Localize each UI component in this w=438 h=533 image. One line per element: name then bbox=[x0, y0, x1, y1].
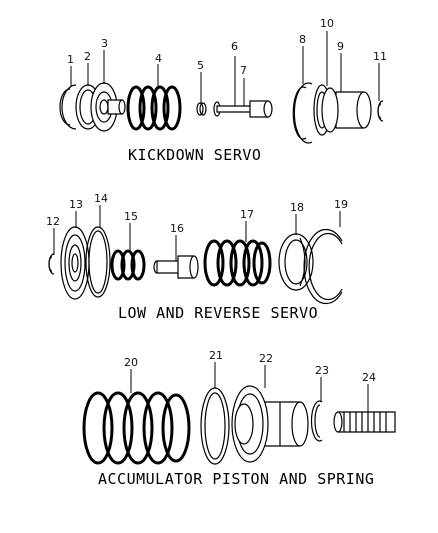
callout-21: 21 bbox=[209, 349, 223, 362]
callout-13: 13 bbox=[69, 198, 83, 211]
spring-17 bbox=[203, 239, 272, 287]
callout-14: 14 bbox=[94, 192, 108, 205]
spring-4 bbox=[126, 85, 182, 131]
callout-3: 3 bbox=[101, 37, 108, 50]
callout-9: 9 bbox=[337, 40, 344, 53]
spring-retainer-18 bbox=[278, 233, 314, 291]
small-ring-5 bbox=[196, 102, 207, 116]
callout-15: 15 bbox=[124, 210, 138, 223]
snap-ring-11 bbox=[377, 100, 384, 122]
callout-4: 4 bbox=[155, 52, 162, 65]
callout-2: 2 bbox=[84, 50, 91, 63]
callout-18: 18 bbox=[290, 201, 304, 214]
servo-rod-6 bbox=[213, 100, 273, 118]
callout-20: 20 bbox=[124, 356, 138, 369]
snap-ring-19 bbox=[303, 228, 343, 305]
kickdown-piston-3 bbox=[90, 82, 126, 132]
kickdown-servo-group: 1 2 3 4 5 6 7 8 9 10 11 KICKDOWN SERVO bbox=[59, 17, 387, 164]
callout-16: 16 bbox=[170, 222, 184, 235]
callout-7: 7 bbox=[240, 64, 247, 77]
callout-11: 11 bbox=[373, 50, 387, 63]
kickdown-servo-caption: KICKDOWN SERVO bbox=[128, 146, 261, 164]
snap-ring-12 bbox=[48, 253, 55, 275]
accumulator-piston-22 bbox=[231, 385, 309, 463]
low-reverse-piston-13 bbox=[60, 226, 90, 300]
callout-23: 23 bbox=[315, 364, 329, 377]
callout-6: 6 bbox=[231, 40, 238, 53]
threaded-plug-24 bbox=[333, 411, 396, 433]
callout-24: 24 bbox=[362, 371, 376, 384]
accumulator-caption: ACCUMULATOR PISTON AND SPRING bbox=[98, 470, 374, 488]
callout-19: 19 bbox=[334, 198, 348, 211]
callout-10: 10 bbox=[320, 17, 334, 30]
servo-cover-9 bbox=[313, 84, 372, 136]
callout-12: 12 bbox=[46, 215, 60, 228]
snap-ring-8 bbox=[292, 82, 313, 144]
snap-ring-23 bbox=[310, 400, 323, 442]
seal-ring-21 bbox=[200, 387, 230, 465]
servo-plug-16 bbox=[153, 255, 199, 279]
snap-ring-1 bbox=[59, 84, 77, 130]
callout-1: 1 bbox=[67, 53, 74, 66]
low-reverse-servo-group: 12 13 14 15 16 17 18 19 LOW AND REVERSE … bbox=[46, 192, 348, 322]
spring-15 bbox=[110, 249, 146, 281]
seal-ring-14 bbox=[85, 226, 111, 298]
accumulator-group: 20 21 22 23 24 ACCUMULATOR PISTON AND SP… bbox=[82, 349, 396, 488]
callout-17: 17 bbox=[240, 208, 254, 221]
callout-5: 5 bbox=[197, 59, 204, 72]
low-reverse-servo-caption: LOW AND REVERSE SERVO bbox=[118, 304, 318, 322]
callout-22: 22 bbox=[259, 352, 273, 365]
accumulator-spring-20 bbox=[82, 391, 191, 465]
callout-8: 8 bbox=[299, 33, 306, 46]
